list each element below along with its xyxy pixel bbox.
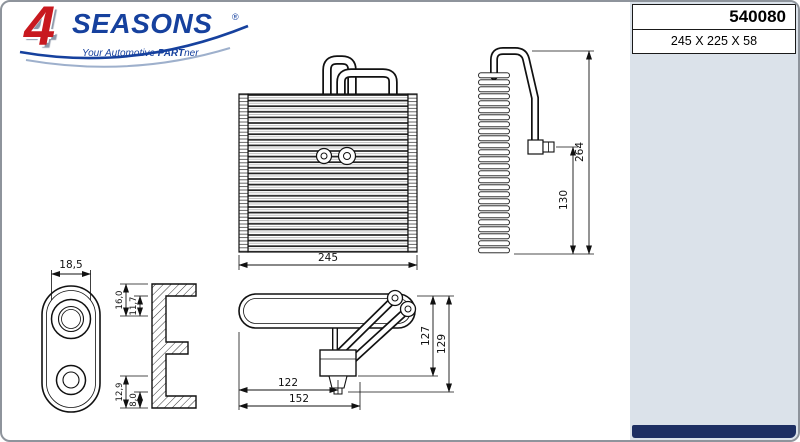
front-width-label: 245: [318, 252, 338, 264]
brand-logo: 4 SEASONS ® Your Automotive PARTner: [16, 2, 261, 74]
top-depth-inner-label: 127: [420, 326, 432, 346]
registered-trademark-icon: ®: [232, 12, 239, 22]
logo-wordmark: SEASONS: [72, 8, 213, 39]
side-total-height-label: 264: [574, 142, 586, 162]
panel-footer-bar: [632, 425, 796, 438]
product-dimensions: 245 X 225 X 58: [670, 34, 758, 48]
part-number: 540080: [729, 7, 786, 26]
top-view-drawing: 122 152 127 129: [238, 289, 454, 410]
logo-tagline: Your Automotive PARTner: [82, 48, 199, 59]
top-length-inner-label: 122: [278, 377, 298, 389]
bracket-dim-4-label: 8,0: [129, 393, 139, 407]
bracket-dim-3-label: 12,9: [115, 383, 125, 402]
tagline-post: ner: [184, 48, 199, 59]
technical-drawing: 245 264 130: [41, 47, 594, 413]
top-length-outer-label: 152: [289, 393, 309, 405]
tagline-bold: PART: [157, 48, 185, 59]
bracket-view-drawing: 16,0 11,7 12,9 8,0: [115, 283, 197, 409]
bracket-dim-1-label: 16,0: [115, 291, 125, 310]
product-info-panel: 540080 245 X 225 X 58: [630, 2, 798, 440]
side-view-drawing: 264 130: [478, 47, 594, 255]
fitting-view-drawing: 18,5: [41, 259, 101, 413]
front-view-drawing: 245: [238, 55, 418, 270]
product-dimensions-box: 245 X 225 X 58: [632, 29, 796, 54]
logo-number: 4: [24, 0, 56, 57]
bracket-dim-2-label: 11,7: [129, 297, 139, 316]
top-depth-outer-label: 129: [436, 334, 448, 354]
logo-swoosh-graphic: [19, 24, 249, 68]
part-number-box: 540080: [632, 4, 796, 30]
fitting-width-label: 18,5: [59, 259, 82, 271]
side-lower-height-label: 130: [558, 190, 570, 210]
tagline-pre: Your Automotive: [82, 48, 158, 59]
